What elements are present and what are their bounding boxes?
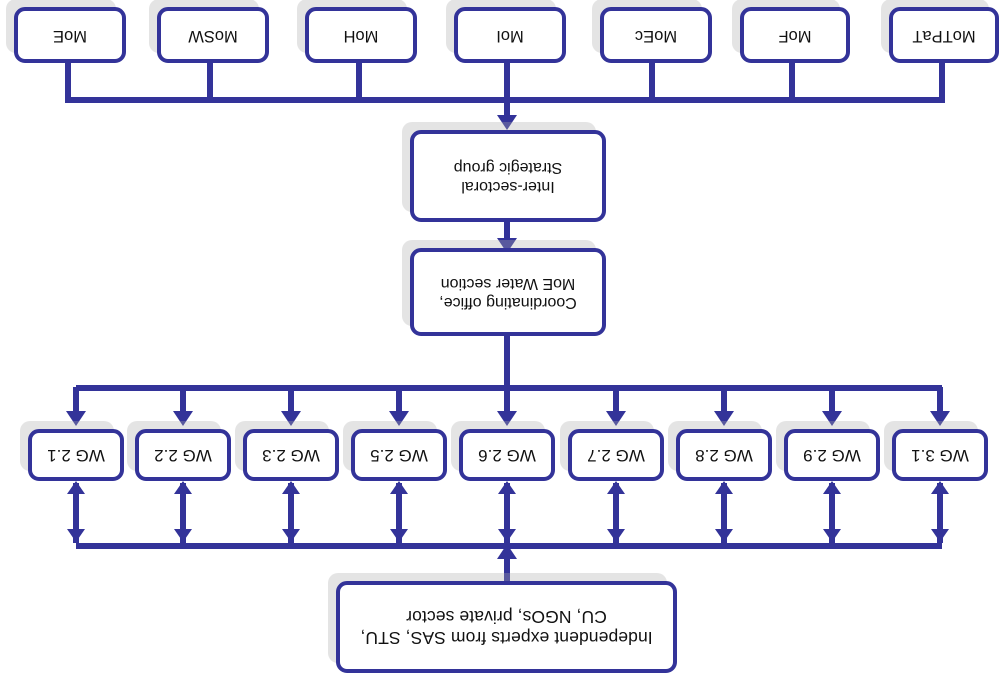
node-working-group-8[interactable]: WG 2.2: [135, 429, 231, 481]
arrowhead-upper-wg-1-up: [931, 529, 949, 542]
node-ministry-4[interactable]: MoI: [454, 7, 566, 63]
connector-ministry-7: [65, 59, 71, 103]
connector-lower-wg-3: [721, 387, 727, 413]
node-label-working-group-7: WG 2.3: [262, 446, 320, 466]
arrowhead-upper-wg-4-up: [607, 529, 625, 542]
connector-ministry-1: [939, 59, 945, 103]
connector-lower-wg-2: [829, 387, 835, 413]
arrowhead-upper-wg-5-down: [498, 481, 516, 494]
node-label-ministry-6: MoSW: [188, 26, 238, 45]
arrowhead-lower-wg-4: [606, 411, 626, 426]
node-ministry-6[interactable]: MoSW: [157, 7, 269, 63]
connector-lower-wg-6: [396, 387, 402, 413]
node-label-working-group-1: WG 3.1: [911, 446, 969, 466]
connector-ministry-5: [356, 59, 362, 103]
node-label-ministry-2: MoF: [778, 26, 812, 45]
node-working-group-5[interactable]: WG 2.6: [459, 429, 555, 481]
connector-lower-wg-9: [73, 387, 79, 413]
connector-ministry-4: [504, 59, 510, 103]
node-working-group-9[interactable]: WG 2.1: [28, 429, 124, 481]
node-label-coordinating-office: Coordinating office, MoE Water section: [439, 275, 577, 311]
node-label-ministry-3: MoEc: [634, 26, 678, 45]
node-label-independent-experts: Independent experts from SAS, STU, CU, N…: [360, 607, 653, 648]
arrowhead-upper-wg-6-down: [390, 481, 408, 494]
node-working-group-2[interactable]: WG 2.9: [784, 429, 880, 481]
node-inter-sectoral-strategic-group[interactable]: Inter-sectoral Strategic group: [410, 130, 606, 222]
node-label-working-group-5: WG 2.6: [478, 446, 536, 466]
arrowhead-upper-wg-9-down: [67, 481, 85, 494]
node-working-group-7[interactable]: WG 2.3: [243, 429, 339, 481]
node-ministry-3[interactable]: MoEc: [600, 7, 712, 63]
node-ministry-2[interactable]: MoF: [740, 7, 850, 63]
node-label-working-group-9: WG 2.1: [47, 446, 105, 466]
node-label-working-group-8: WG 2.2: [154, 446, 212, 466]
node-label-ministry-1: MoTPaT: [912, 26, 976, 45]
node-working-group-3[interactable]: WG 2.8: [676, 429, 772, 481]
connector-lower-wg-4: [613, 387, 619, 413]
connector-ministry-3: [649, 59, 655, 103]
arrowhead-lower-wg-5: [497, 411, 517, 426]
node-ministry-7[interactable]: MoE: [14, 7, 126, 63]
connector-ministry-2: [789, 59, 795, 103]
arrowhead-upper-wg-7-up: [282, 529, 300, 542]
connector-ministry-6: [207, 59, 213, 103]
arrowhead-ministry-bus-to-strategic: [497, 115, 517, 130]
arrowhead-upper-wg-2-down: [823, 481, 841, 494]
node-label-ministry-7: MoE: [53, 26, 87, 45]
node-independent-experts[interactable]: Independent experts from SAS, STU, CU, N…: [336, 581, 677, 673]
arrowhead-upper-wg-9-up: [67, 529, 85, 542]
arrowhead-upper-wg-2-up: [823, 529, 841, 542]
arrowhead-lower-wg-2: [822, 411, 842, 426]
arrowhead-lower-wg-1: [930, 411, 950, 426]
arrowhead-upper-wg-3-up: [715, 529, 733, 542]
arrowhead-upper-wg-4-down: [607, 481, 625, 494]
arrowhead-upper-wg-5-up: [498, 529, 516, 542]
arrowhead-lower-wg-3: [714, 411, 734, 426]
arrowhead-topbox-to-bus: [497, 544, 517, 559]
node-ministry-1[interactable]: MoTPaT: [889, 7, 999, 63]
node-label-ministry-5: MoH: [343, 26, 379, 45]
node-label-ministry-4: MoI: [496, 26, 524, 45]
node-label-working-group-4: WG 2.7: [587, 446, 645, 466]
node-working-group-6[interactable]: WG 2.5: [351, 429, 447, 481]
arrowhead-upper-wg-8-down: [174, 481, 192, 494]
connector-lower-wg-1: [937, 387, 943, 413]
arrowhead-upper-wg-7-down: [282, 481, 300, 494]
arrowhead-upper-wg-3-down: [715, 481, 733, 494]
connector-coordinating-to-lower-bus: [504, 336, 510, 391]
arrowhead-lower-wg-9: [66, 411, 86, 426]
connector-lower-wg-8: [180, 387, 186, 413]
node-label-working-group-6: WG 2.5: [370, 446, 428, 466]
arrowhead-upper-wg-6-up: [390, 529, 408, 542]
node-label-working-group-2: WG 2.9: [803, 446, 861, 466]
arrowhead-upper-wg-8-up: [174, 529, 192, 542]
node-label-inter-sectoral-strategic-group: Inter-sectoral Strategic group: [453, 159, 563, 195]
node-label-working-group-3: WG 2.8: [695, 446, 753, 466]
node-working-group-1[interactable]: WG 3.1: [892, 429, 988, 481]
arrowhead-lower-wg-7: [281, 411, 301, 426]
arrowhead-lower-wg-8: [173, 411, 193, 426]
node-working-group-4[interactable]: WG 2.7: [568, 429, 664, 481]
arrowhead-upper-wg-1-down: [931, 481, 949, 494]
arrowhead-lower-wg-6: [389, 411, 409, 426]
node-ministry-5[interactable]: MoH: [305, 7, 417, 63]
node-coordinating-office[interactable]: Coordinating office, MoE Water section: [410, 248, 606, 336]
connector-lower-wg-7: [288, 387, 294, 413]
